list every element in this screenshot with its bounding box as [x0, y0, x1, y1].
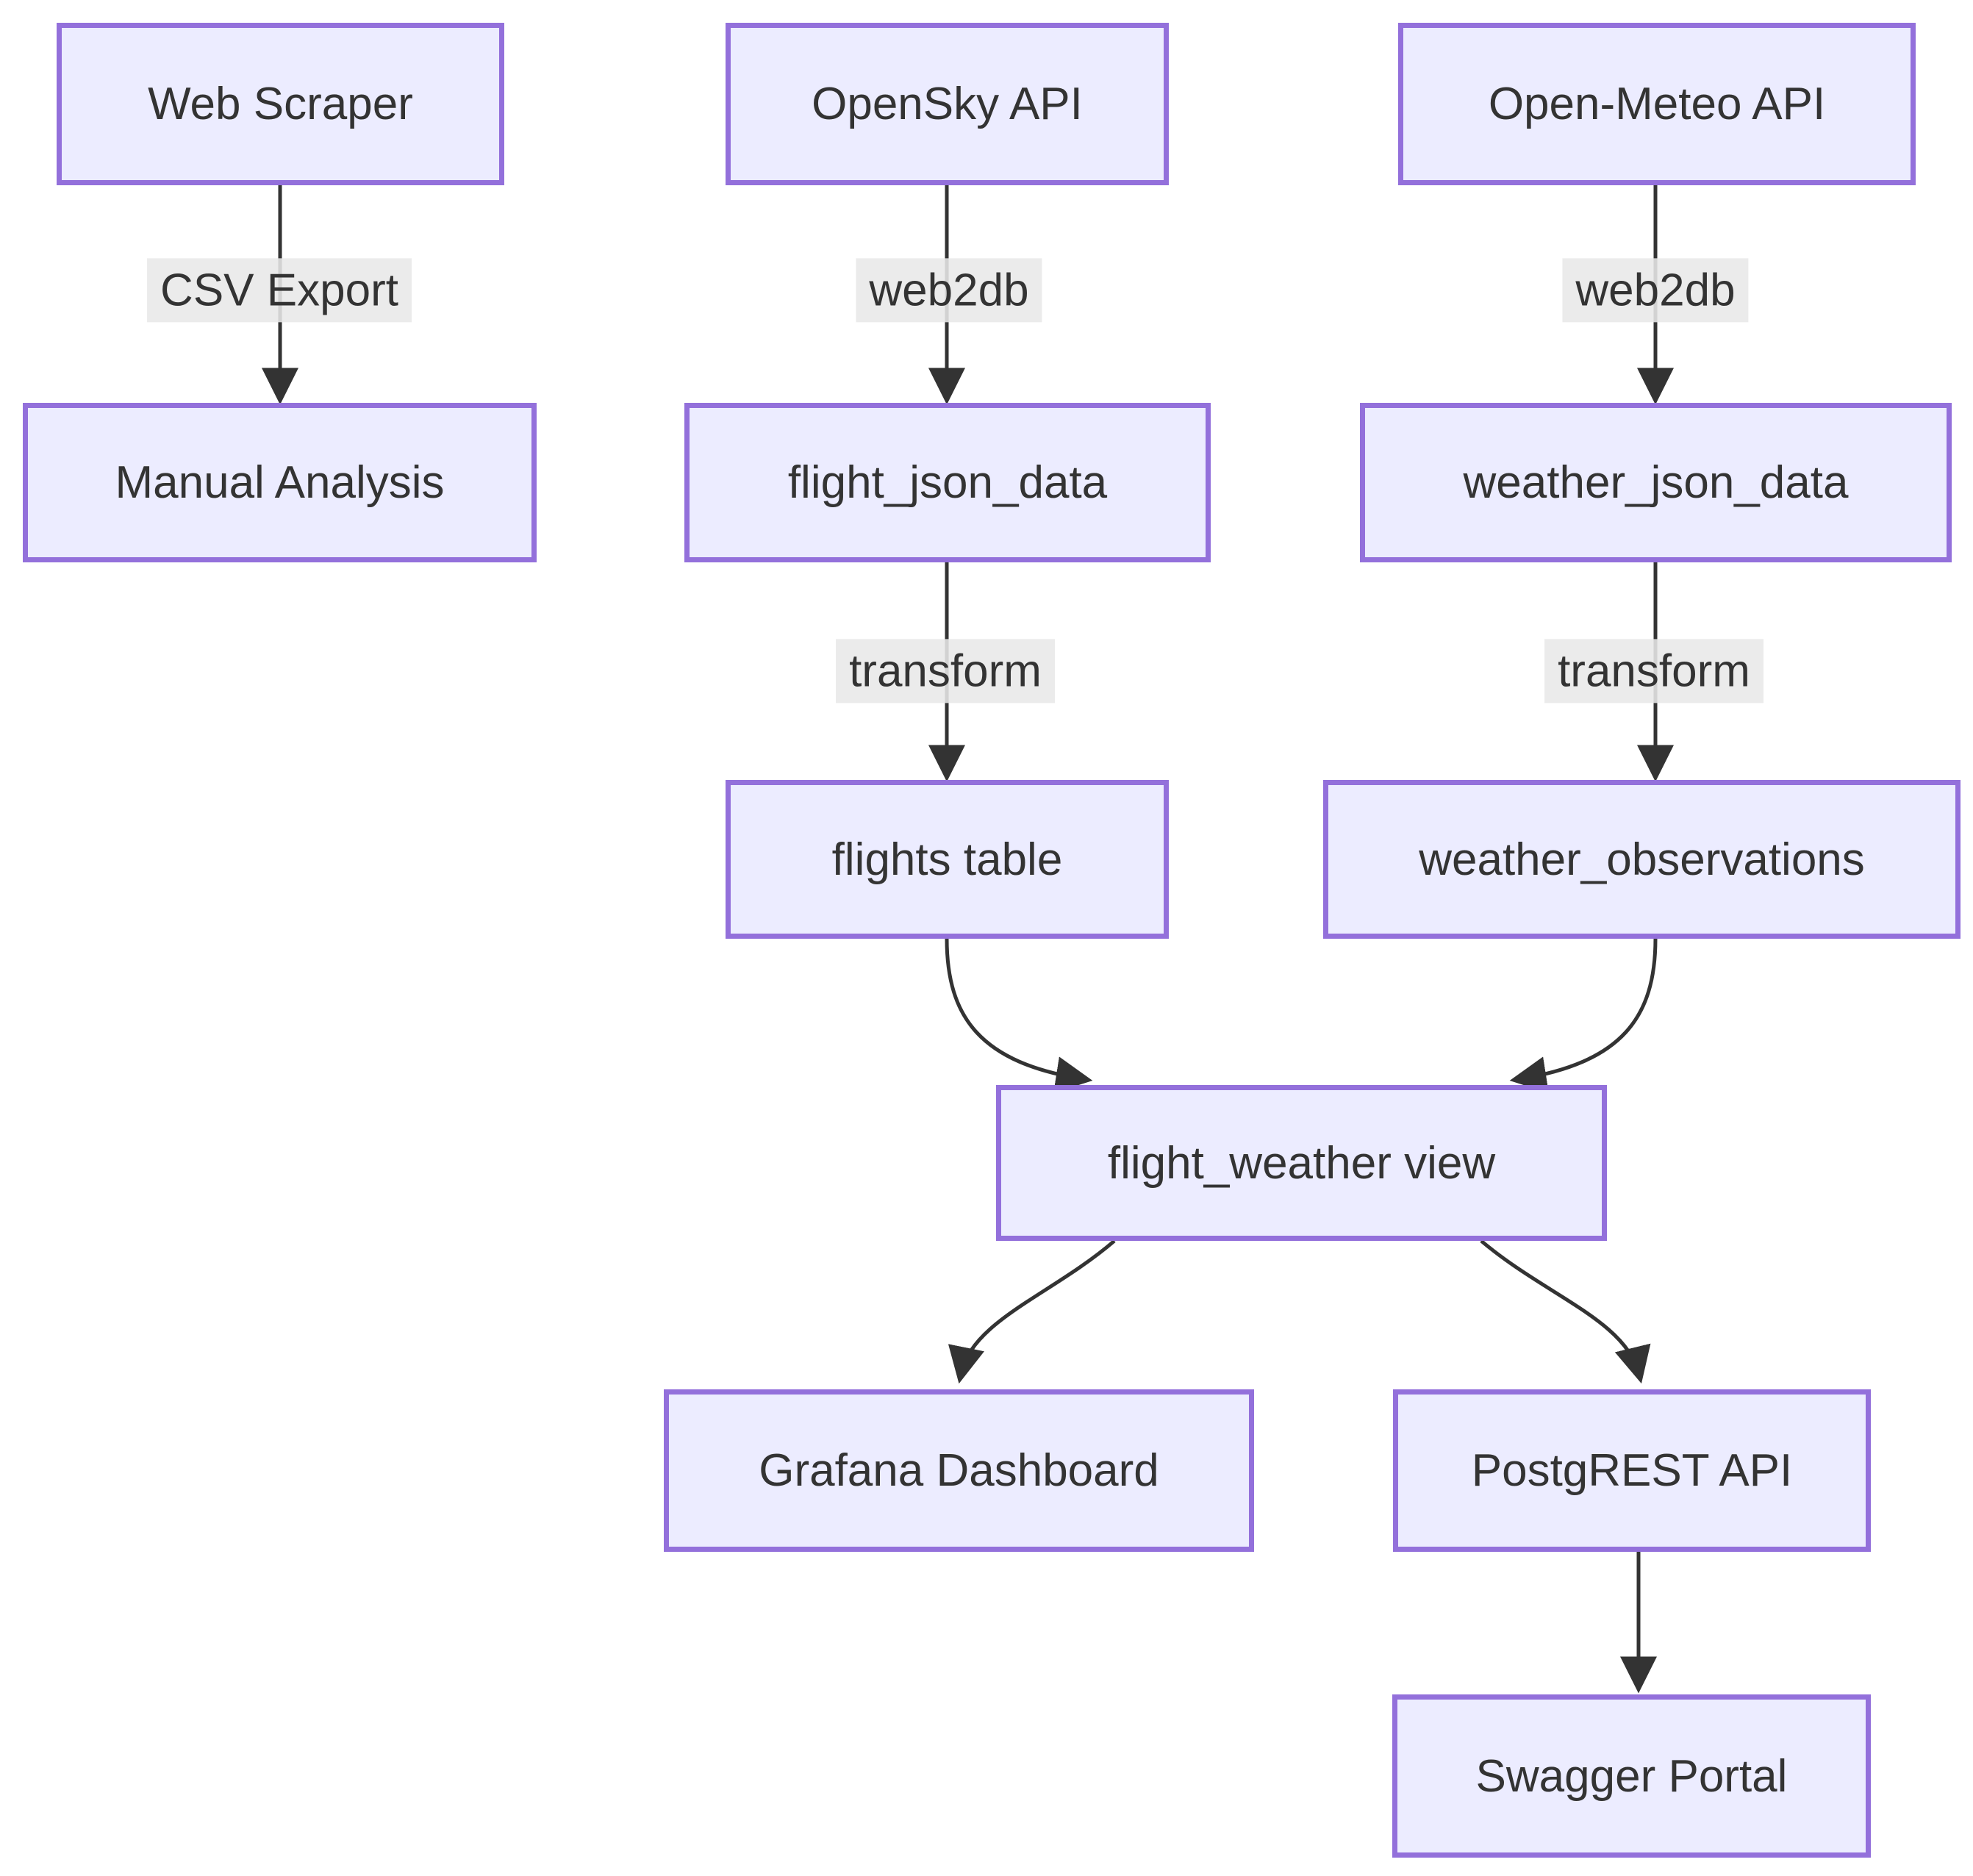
edge-label-csv-export: CSV Export — [147, 258, 412, 323]
edge-label-web2db-flight: web2db — [856, 258, 1042, 323]
edge-weather-observations-to-flight-weather-view — [1509, 938, 1658, 1093]
node-flights-table: flights table — [726, 780, 1169, 939]
node-opensky-api: OpenSky API — [726, 23, 1169, 185]
node-flight-json-data: flight_json_data — [684, 403, 1211, 562]
node-web-scraper: Web Scraper — [57, 23, 504, 185]
node-weather-json-data: weather_json_data — [1360, 403, 1952, 562]
edge-flight-weather-view-to-postgrest-api — [1480, 1239, 1651, 1384]
node-open-meteo-api: Open-Meteo API — [1398, 23, 1916, 185]
edge-label-web2db-weather: web2db — [1562, 258, 1749, 323]
edge-label-transform-flight: transform — [836, 639, 1055, 704]
node-flight-weather-view: flight_weather view — [996, 1085, 1607, 1241]
node-postgrest-api: PostgREST API — [1393, 1389, 1871, 1552]
edge-flight-weather-view-to-grafana-dashboard — [948, 1239, 1116, 1384]
node-weather-observations: weather_observations — [1323, 780, 1961, 939]
node-grafana-dashboard: Grafana Dashboard — [664, 1389, 1254, 1552]
edge-flights-table-to-flight-weather-view — [945, 938, 1093, 1093]
node-swagger-portal: Swagger Portal — [1392, 1694, 1871, 1858]
edge-label-transform-weather: transform — [1544, 639, 1763, 704]
node-manual-analysis: Manual Analysis — [23, 403, 537, 562]
